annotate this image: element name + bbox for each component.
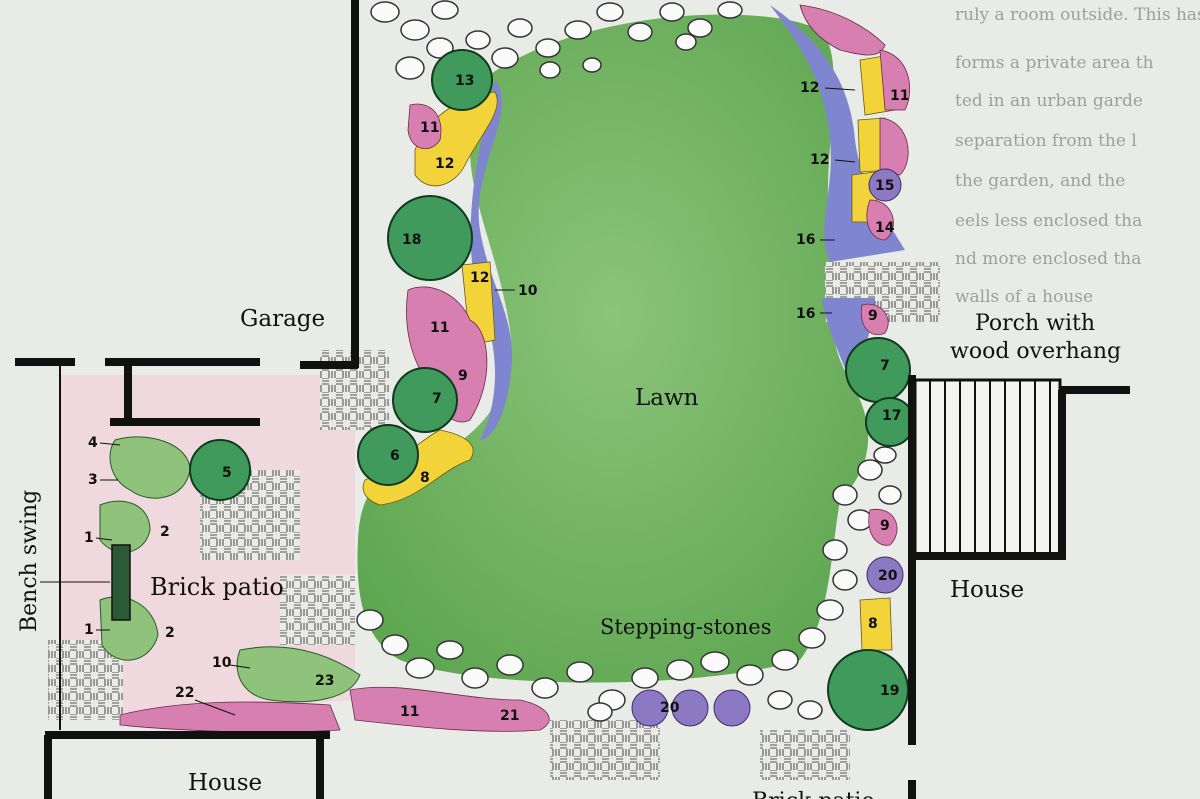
svg-text:10: 10 [212,655,232,671]
svg-text:23: 23 [315,673,334,689]
lawn-label: Lawn [635,385,699,411]
svg-text:11: 11 [890,88,909,104]
svg-text:12: 12 [470,270,489,286]
svg-text:15: 15 [875,178,894,194]
pink-plants [119,4,911,733]
leader-lines [40,87,856,716]
svg-text:18: 18 [402,232,421,248]
svg-text:the garden, and the: the garden, and the [955,171,1125,191]
svg-text:19: 19 [880,683,899,699]
brick-paving [280,575,355,645]
svg-text:12: 12 [435,156,454,172]
svg-text:8: 8 [868,616,878,632]
plant-number-labels: 13 11 12 18 12 10 11 9 7 6 8 12 11 12 15… [84,73,909,724]
svg-text:9: 9 [880,518,890,534]
svg-text:20: 20 [878,568,898,584]
purple-shrubs [631,168,904,727]
svg-text:ted in an urban garde: ted in an urban garde [955,91,1143,111]
svg-text:3: 3 [88,472,98,488]
svg-text:17: 17 [882,408,901,424]
porch-label-line2: wood overhang [950,339,1121,364]
svg-text:14: 14 [875,220,895,236]
house-bottom-label: House [188,770,262,796]
svg-text:4: 4 [88,435,98,451]
brick-paving [760,730,850,780]
brick-patio-label: Brick patio [150,573,284,601]
stepping-stones-bottom [356,446,902,722]
svg-text:11: 11 [400,704,419,720]
svg-text:11: 11 [430,320,449,336]
svg-text:22: 22 [175,685,194,701]
svg-text:7: 7 [880,358,890,374]
svg-text:1: 1 [84,622,94,638]
svg-text:eels less enclosed tha: eels less enclosed tha [955,211,1142,231]
brick-paving [550,720,660,780]
round-shrubs [189,49,915,731]
svg-text:nd more enclosed tha: nd more enclosed tha [955,249,1141,269]
bench-swing-seat [111,544,131,621]
svg-text:16: 16 [796,232,815,248]
svg-text:12: 12 [810,152,829,168]
svg-text:13: 13 [455,73,474,89]
svg-text:walls of a house: walls of a house [955,287,1093,307]
svg-text:1: 1 [84,530,94,546]
stepping-stones-label: Stepping-stones [600,615,772,639]
stepping-stones-top [370,0,743,80]
svg-text:ruly a room outside. This has: ruly a room outside. This has [955,5,1200,25]
svg-text:6: 6 [390,448,400,464]
brick-patio-bottom-label: Brick patio [752,789,875,799]
svg-text:16: 16 [796,306,815,322]
svg-text:5: 5 [222,465,232,481]
blue-border-left [470,80,513,440]
house-right-label: House [950,577,1024,603]
svg-text:11: 11 [420,120,439,136]
lawn-area [357,14,869,683]
svg-text:20: 20 [660,700,680,716]
porch-label-line1: Porch with [975,311,1095,336]
svg-text:9: 9 [868,308,878,324]
svg-text:21: 21 [500,708,519,724]
svg-text:10: 10 [518,283,538,299]
bench-swing-label: Bench swing [17,490,42,632]
garage-label: Garage [240,306,325,332]
svg-text:separation from the l: separation from the l [955,131,1137,151]
walls [15,0,1130,799]
porch-deck [913,378,1062,557]
svg-text:2: 2 [165,625,175,641]
svg-text:7: 7 [432,391,442,407]
svg-text:2: 2 [160,524,170,540]
svg-text:9: 9 [458,368,468,384]
svg-text:forms a private area th: forms a private area th [955,53,1154,73]
background-text-right: ruly a room outside. This has forms a pr… [955,5,1200,307]
svg-text:12: 12 [800,80,819,96]
svg-text:8: 8 [420,470,430,486]
